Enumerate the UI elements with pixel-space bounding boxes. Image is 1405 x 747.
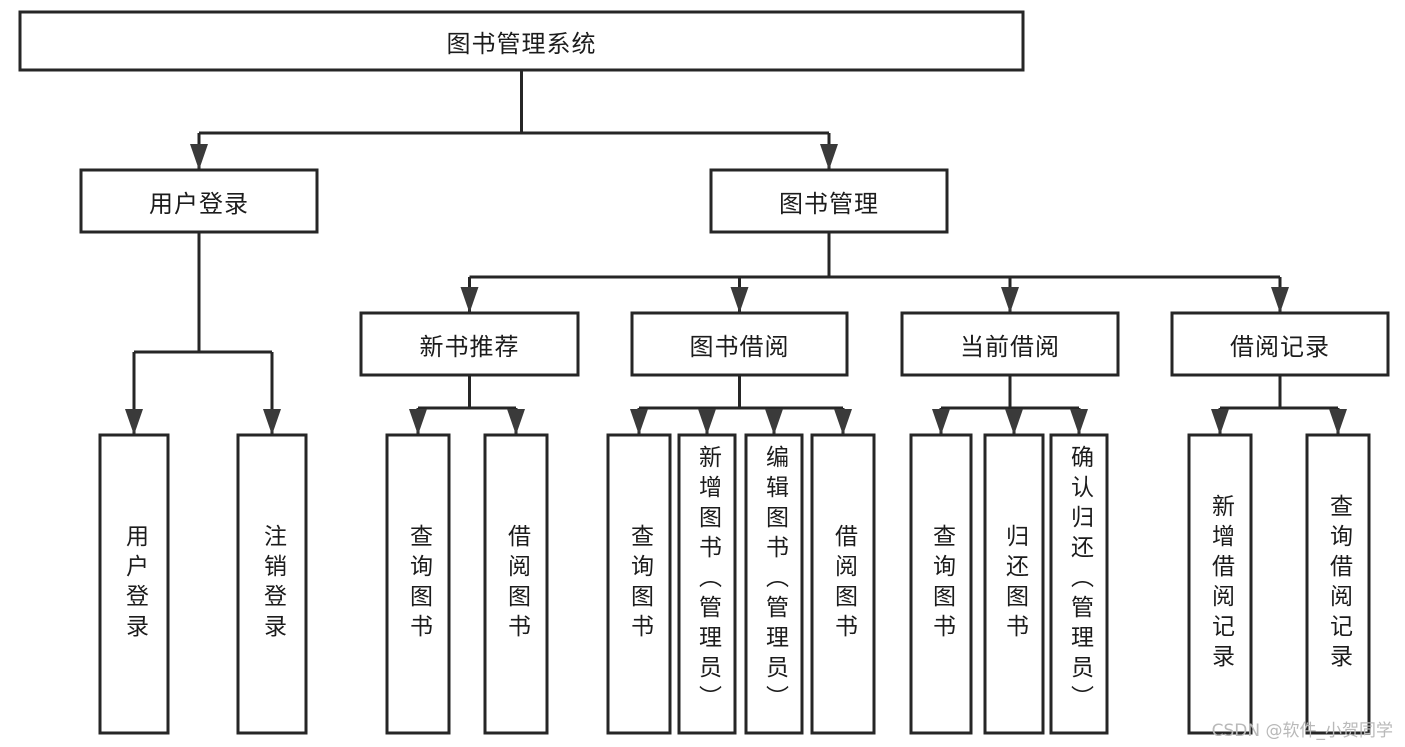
node-查询图书-leaf[interactable]	[606, 433, 672, 735]
node-查询图书-leaf[interactable]	[385, 433, 451, 735]
arrow-head-icon	[507, 409, 525, 435]
node-注销登录-leaf[interactable]	[236, 433, 308, 735]
node-借阅图书-leaf[interactable]	[483, 433, 549, 735]
connector-layer	[125, 70, 1347, 435]
arrow-head-icon	[630, 409, 648, 435]
node-借阅图书-leaf[interactable]	[810, 433, 876, 735]
arrow-head-icon	[263, 409, 281, 435]
node-编辑图书管理员-leaf[interactable]	[744, 433, 804, 735]
node-图书管理-level1[interactable]	[709, 168, 949, 234]
arrow-head-icon	[1329, 409, 1347, 435]
node-用户登录-level1[interactable]	[79, 168, 319, 234]
box-layer	[18, 10, 1390, 735]
arrow-head-icon	[834, 409, 852, 435]
arrow-head-icon	[190, 144, 208, 170]
arrow-head-icon	[1271, 287, 1289, 313]
arrow-head-icon	[1005, 409, 1023, 435]
node-用户登录-leaf[interactable]	[98, 433, 170, 735]
arrow-head-icon	[409, 409, 427, 435]
node-当前借阅-level2[interactable]	[900, 311, 1120, 377]
node-图书借阅-level2[interactable]	[630, 311, 849, 377]
node-借阅记录-level2[interactable]	[1170, 311, 1390, 377]
arrow-head-icon	[730, 287, 749, 313]
arrow-head-icon	[698, 409, 716, 435]
arrow-head-icon	[125, 409, 143, 435]
arrow-head-icon	[1211, 409, 1229, 435]
node-查询图书-leaf[interactable]	[909, 433, 973, 735]
node-新书推荐-level2[interactable]	[359, 311, 580, 377]
node-查询借阅记录-leaf[interactable]	[1305, 433, 1371, 735]
arrow-head-icon	[1001, 287, 1019, 313]
node-确认归还管理员-leaf[interactable]	[1049, 433, 1109, 735]
node-新增图书管理员-leaf[interactable]	[677, 433, 737, 735]
node-归还图书-leaf[interactable]	[983, 433, 1045, 735]
node-新增借阅记录-leaf[interactable]	[1187, 433, 1253, 735]
arrow-head-icon	[932, 409, 950, 435]
arrow-head-icon	[820, 144, 838, 170]
watermark-text: CSDN @软件_小贺同学	[1211, 721, 1393, 741]
node-图书管理系统-root[interactable]	[18, 10, 1025, 72]
arrow-head-icon	[765, 409, 783, 435]
arrow-head-icon	[1070, 409, 1088, 435]
arrow-head-icon	[460, 287, 479, 313]
